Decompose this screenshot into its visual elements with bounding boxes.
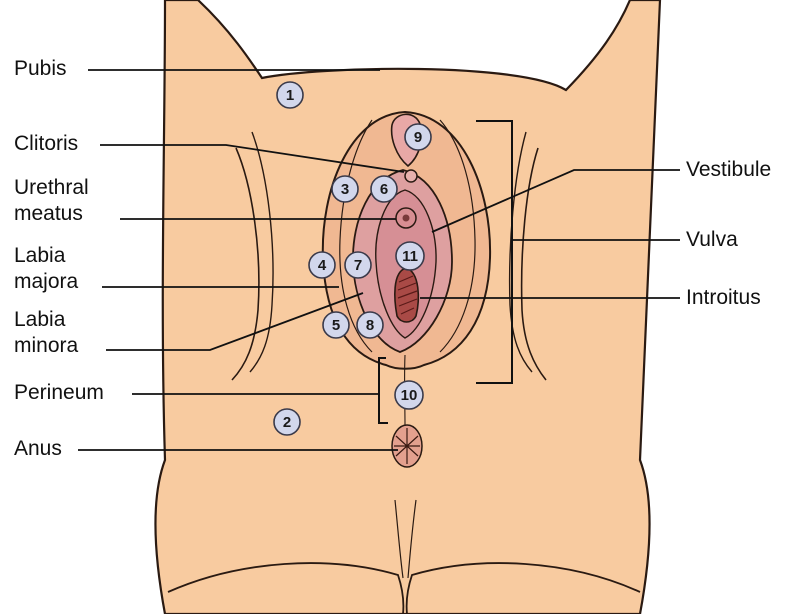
svg-text:7: 7: [354, 257, 362, 274]
label-urethral-meatus-line-2: meatus: [14, 202, 83, 225]
marker-3: 3: [331, 175, 359, 203]
buttock-curve-right: [405, 562, 641, 614]
svg-text:4: 4: [318, 257, 327, 274]
label-anus: Anus: [14, 437, 62, 460]
svg-text:8: 8: [366, 317, 374, 334]
label-clitoris: Clitoris: [14, 132, 79, 155]
svg-text:5: 5: [332, 317, 340, 334]
label-labia-majora-line-2: majora: [14, 270, 79, 293]
marker-6: 6: [370, 175, 398, 203]
marker-5: 5: [322, 311, 350, 339]
label-pubis: Pubis: [14, 57, 67, 80]
anus-folds: [394, 428, 420, 464]
marker-7: 7: [344, 251, 372, 279]
marker-4: 4: [308, 251, 336, 279]
buttock-fold-lines: [394, 499, 417, 579]
marker-9: 9: [404, 123, 432, 151]
label-urethral-meatus: Urethral meatus: [14, 175, 89, 227]
vulva-bracket: [476, 120, 513, 384]
marker-10: 10: [394, 380, 424, 410]
marker-11: 11: [395, 241, 425, 271]
svg-text:3: 3: [341, 181, 349, 198]
svg-text:10: 10: [401, 387, 418, 404]
labia-minora-leader: [106, 292, 364, 351]
label-labia-minora-line-1: Labia: [14, 308, 66, 331]
labia-majora-fold-right: [439, 119, 476, 353]
label-vestibule: Vestibule: [686, 158, 772, 181]
urethral-opening: [402, 214, 410, 222]
left-thigh-contour: [231, 147, 260, 381]
label-vulva: Vulva: [686, 228, 738, 251]
label-urethral-meatus-line-1: Urethral: [14, 176, 89, 199]
svg-text:1: 1: [286, 87, 294, 104]
marker-2: 2: [273, 408, 301, 436]
perineum-bracket: [378, 357, 388, 424]
labia-majora-fold-left: [339, 119, 373, 353]
label-introitus: Introitus: [686, 286, 761, 309]
clitoris-leader: [100, 144, 405, 173]
right-thigh-contour: [520, 147, 547, 381]
label-labia-majora: Labia majora: [14, 243, 78, 295]
svg-text:11: 11: [402, 248, 418, 265]
clitoris-glans: [404, 169, 418, 183]
introitus-rugae: [397, 275, 418, 315]
marker-8: 8: [356, 311, 384, 339]
label-labia-majora-line-1: Labia: [14, 244, 66, 267]
svg-text:2: 2: [283, 414, 291, 431]
label-perineum: Perineum: [14, 381, 104, 404]
vestibule-leader: [431, 169, 680, 233]
label-labia-minora-line-2: minora: [14, 334, 79, 357]
svg-text:9: 9: [414, 129, 422, 146]
marker-1: 1: [276, 81, 304, 109]
label-labia-minora: Labia minora: [14, 307, 78, 359]
buttock-curve-left: [167, 562, 405, 614]
left-thigh-contour-2: [249, 131, 274, 373]
svg-text:6: 6: [380, 181, 388, 198]
right-thigh-contour-2: [508, 131, 533, 373]
